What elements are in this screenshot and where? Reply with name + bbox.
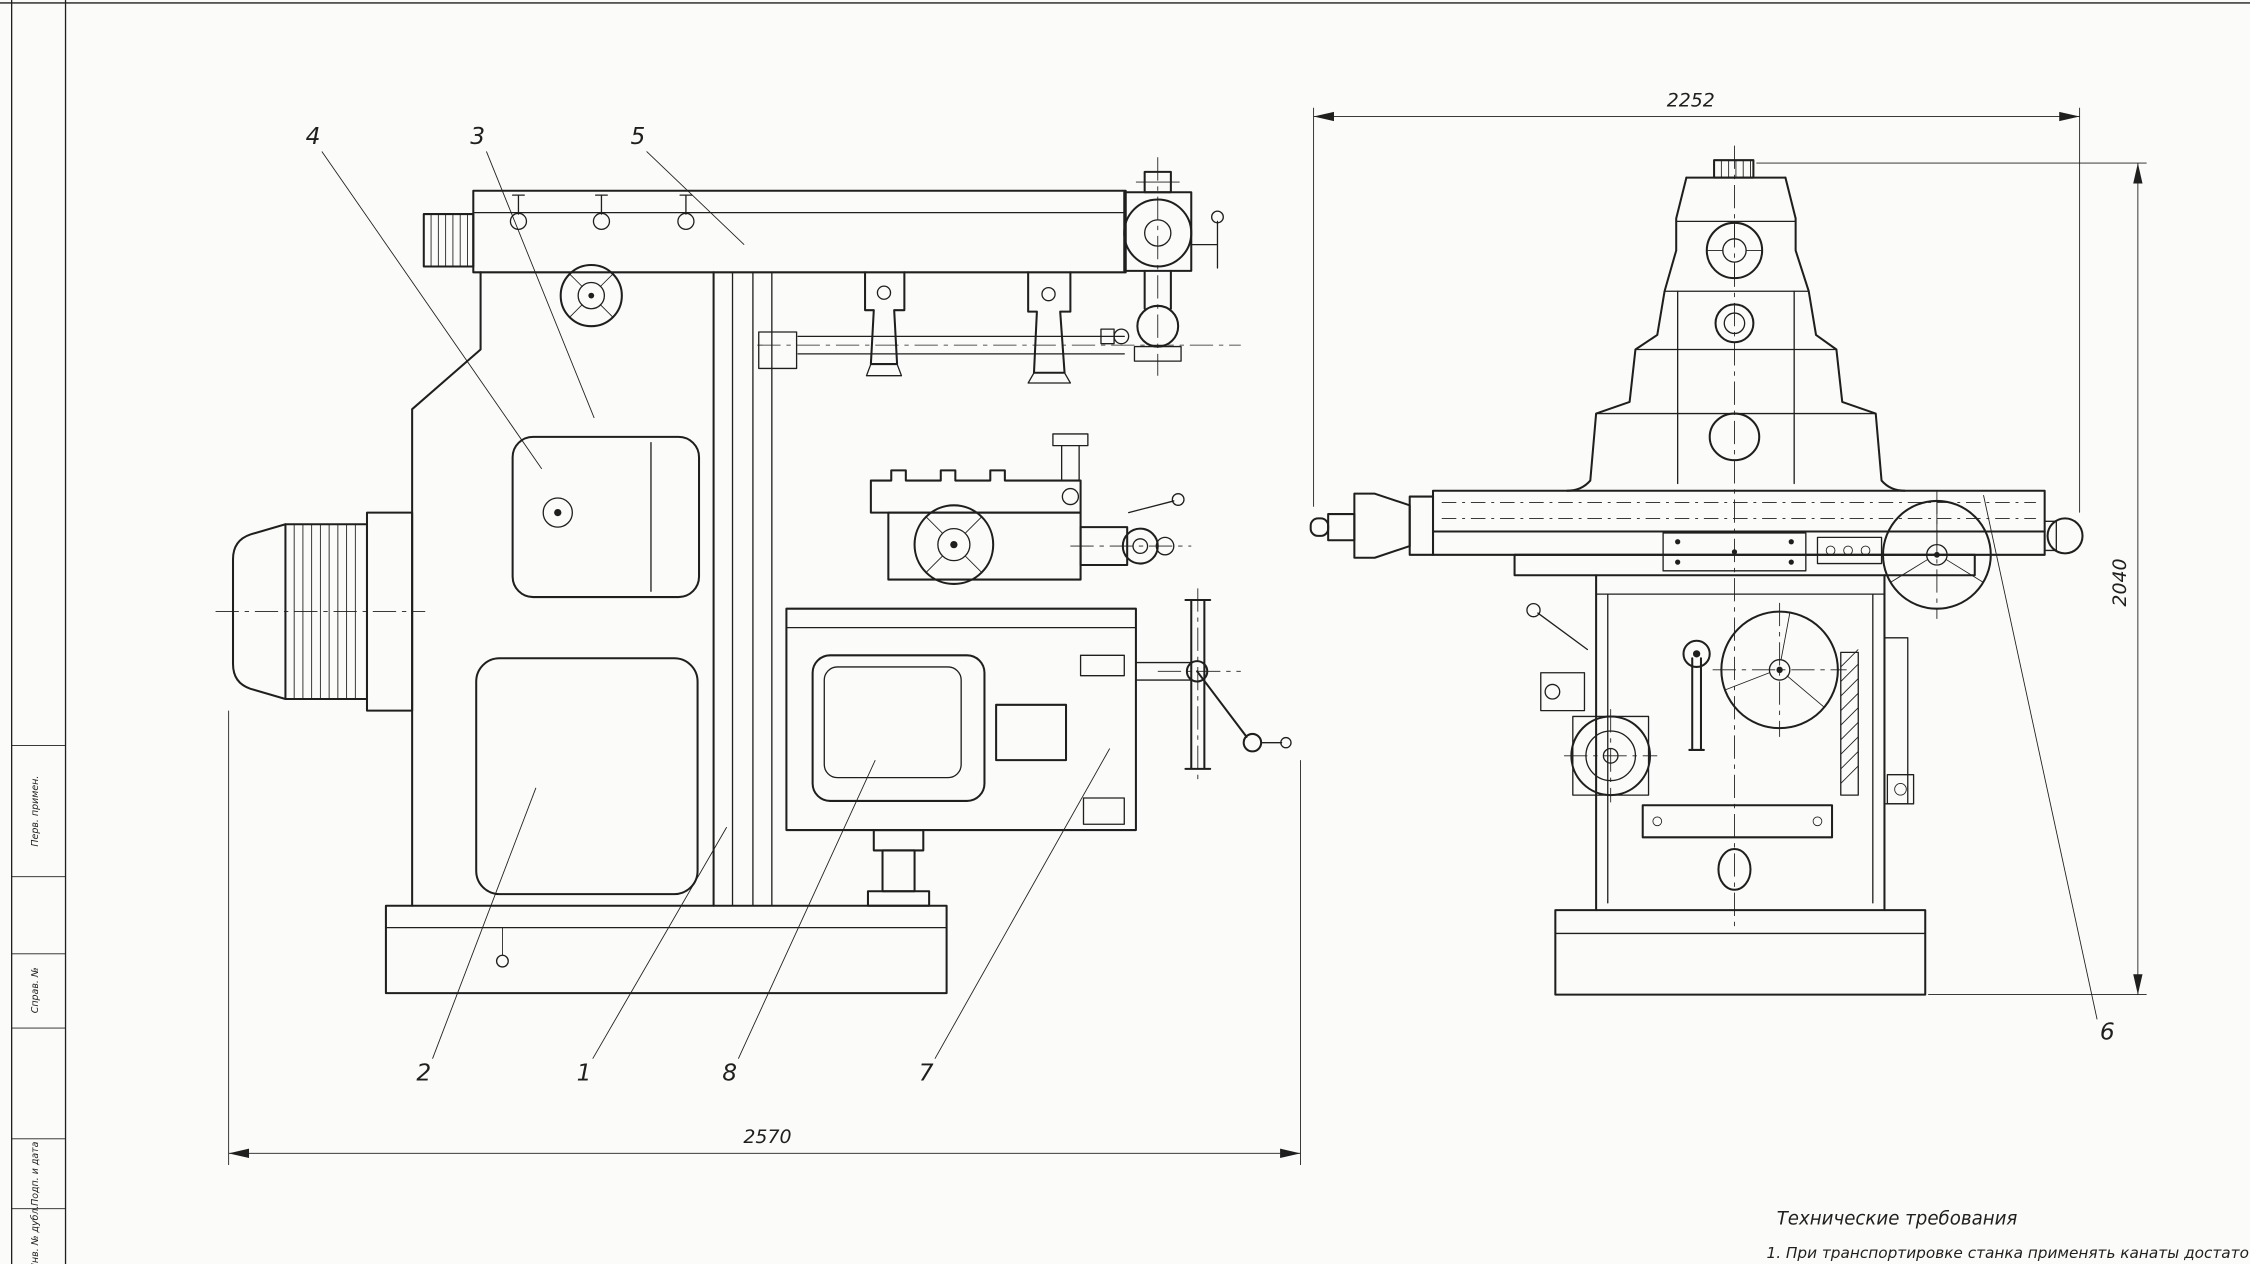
overarm-studs [509, 194, 695, 231]
callout-5-leader [646, 151, 745, 245]
side-view [215, 157, 1292, 995]
arbor-hanger-bracket-right [1027, 271, 1072, 384]
support-leg [866, 829, 931, 907]
arbor-and-supports [757, 157, 1241, 384]
crank-handle [1135, 588, 1292, 784]
dimension-front-width-label: 2252 [1667, 89, 1715, 111]
callout-4-leader [321, 151, 543, 470]
front-base [1554, 909, 1927, 996]
spindle-head [1565, 159, 1906, 492]
table [1309, 489, 2084, 619]
knee [1526, 574, 1915, 912]
knee-crank-lever [1682, 639, 1711, 751]
arbor-hanger-bracket-left [864, 271, 906, 377]
callouts: 4 3 5 2 1 8 7 6 [306, 123, 2115, 1086]
outer-arbor-support [1100, 157, 1224, 376]
callout-2-label: 2 [416, 1060, 431, 1087]
callout-1-leader [592, 826, 728, 1059]
lower-door [475, 657, 699, 896]
callout-8-label: 8 [722, 1060, 737, 1087]
callout-7-label: 7 [919, 1060, 934, 1087]
dimension-side-width-label: 2570 [743, 1126, 791, 1148]
callout-5-label: 5 [630, 123, 645, 150]
overarm [422, 189, 1127, 274]
technical-requirements: Технические требования 1. При транспорти… [1767, 1209, 2250, 1262]
column [411, 264, 798, 907]
callout-8-leader [737, 759, 876, 1059]
cross-feed-handwheel [1872, 490, 2001, 619]
tech-requirements-title: Технические требования [1777, 1209, 2018, 1230]
saddle [785, 607, 1137, 832]
dimension-front-height: 2040 [1756, 162, 2147, 996]
callout-6-leader [1983, 495, 2098, 1020]
table-ball-handle-right [2044, 517, 2084, 555]
small-handwheel [1564, 709, 1658, 803]
callout-7-leader [934, 748, 1111, 1059]
callout-2-leader [432, 787, 537, 1059]
upper-door [511, 435, 701, 599]
callout-6-label: 6 [2100, 1019, 2115, 1046]
stamp-inv-dubl: Инв. № дубл. [30, 1205, 41, 1264]
callout-3-label: 3 [470, 123, 485, 150]
dimensions: 2570 2252 2040 [228, 89, 2147, 1165]
head-dial [1705, 221, 1764, 280]
tech-requirements-item1-line1: 1. При транспортировке станка применять … [1767, 1244, 2250, 1262]
table-handwheel [913, 504, 995, 585]
stamp-podp-data: Подп. и дата [30, 1141, 41, 1206]
dimension-side-width: 2570 [228, 710, 1301, 1165]
callout-3-leader [486, 151, 595, 419]
stamp-sprav-no: Справ. № [30, 967, 41, 1013]
dimension-front-height-label: 2040 [2109, 558, 2131, 606]
front-view [1309, 145, 2084, 996]
table-leadscrew-handle-left [1309, 492, 1435, 559]
callout-4-label: 4 [306, 123, 321, 150]
motor [215, 511, 426, 712]
feed-selector-knob [559, 264, 623, 328]
dimension-front-width: 2252 [1313, 89, 2081, 513]
stamp-perv-primen: Перв. примен. [30, 776, 41, 847]
table-unit [869, 433, 1192, 585]
clamp-lever [1526, 602, 1589, 651]
vertical-feed-handwheel [1712, 602, 1847, 737]
callout-1-label: 1 [577, 1060, 592, 1087]
machine-base [384, 904, 948, 995]
